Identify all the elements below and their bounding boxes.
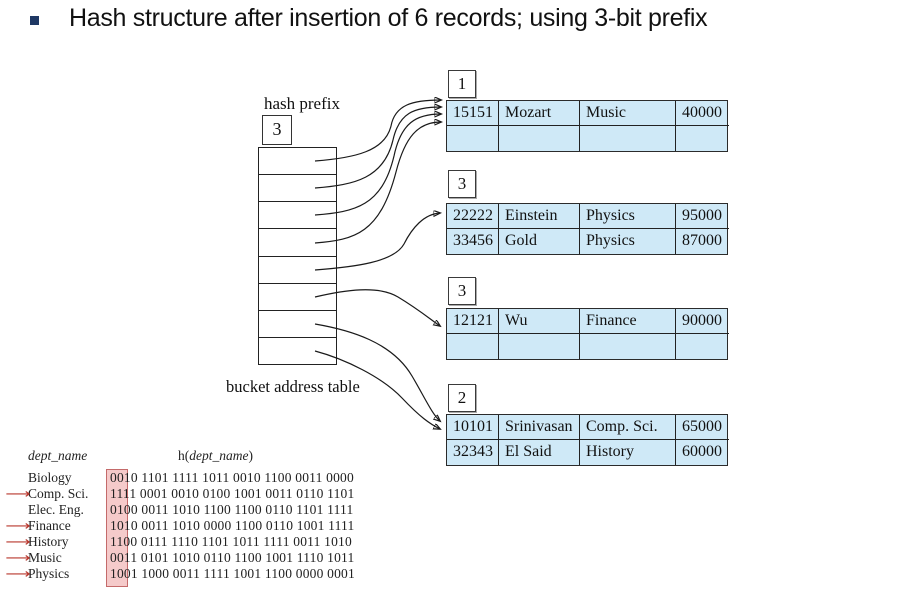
page-title: Hash structure after insertion of 6 reco… (69, 4, 708, 32)
bucket-cell-dept (580, 126, 676, 151)
bucket-address-slot-3 (259, 229, 336, 257)
bucket-cell-id: 10101 (447, 415, 499, 440)
bucket-cell-name: Wu (499, 309, 580, 334)
bucket-address-slot-2 (259, 202, 336, 230)
bucket-table: 10101 Srinivasan Comp. Sci. 65000 32343 … (446, 414, 729, 466)
hash-listing-hash-header: h(dept_name) (178, 448, 253, 464)
bucket-cell-dept: Physics (580, 229, 676, 254)
bucket-cell-dept: Finance (580, 309, 676, 334)
bucket-cell-id: 33456 (447, 229, 499, 254)
hash-listing-row: ⟶ History 1100 0111 1110 1101 1011 1111 … (0, 534, 355, 550)
hash-value: 1100 0111 1110 1101 1011 1111 0011 1010 (110, 534, 352, 549)
bucket-cell-salary: 95000 (676, 204, 729, 229)
bucket-address-table-label: bucket address table (226, 377, 360, 396)
bucket-cell-name: El Said (499, 440, 580, 465)
dept-name: Comp. Sci. (28, 486, 89, 501)
bucket-cell-dept (580, 334, 676, 359)
hash-value: 1111 0001 0010 0100 1001 0011 0110 1101 (110, 486, 355, 501)
hash-prefix-label: hash prefix (263, 94, 340, 113)
inserted-arrow-icon: ⟶ (5, 518, 31, 534)
bucket-table: 12121 Wu Finance 90000 (446, 308, 729, 360)
bucket-address-slot-0 (259, 148, 336, 176)
bucket-cell-salary (676, 126, 729, 151)
bucket-bits-box: 2 (448, 384, 476, 412)
bucket-address-table (258, 147, 337, 365)
bucket-cell-salary (676, 334, 729, 359)
bucket-address-slot-4 (259, 257, 336, 284)
bucket-bits-box: 1 (448, 70, 476, 98)
hash-listing-row: ⟶ Comp. Sci. 1111 0001 0010 0100 1001 00… (0, 486, 355, 502)
prefix-highlight-box (106, 469, 128, 587)
bucket-cell-salary: 90000 (676, 309, 729, 334)
bucket-bits-box: 3 (448, 277, 476, 305)
hash-header-prefix: h( (178, 448, 190, 463)
bucket-cell-salary: 87000 (682, 232, 722, 249)
dept-name: Physics (28, 566, 70, 581)
bucket-cell-dept: Physics (580, 204, 676, 229)
hash-listing-row: Biology 0010 1101 1111 1011 0010 1100 00… (0, 470, 355, 486)
hash-listing-row: ⟶ Finance 1010 0011 1010 0000 1100 0110 … (0, 518, 355, 534)
bucket-cell-name: Srinivasan (499, 415, 580, 440)
inserted-arrow-icon: ⟶ (5, 534, 31, 550)
bucket-address-slot-1 (259, 175, 336, 203)
bucket-cell-name: Mozart (499, 101, 580, 126)
bucket-cell-id: 12121 (447, 309, 499, 334)
bucket-cell-dept: History (580, 440, 676, 465)
bucket-cell-salary: 40000 (676, 101, 729, 126)
hash-value: 0100 0011 1010 1100 1100 0110 1101 1111 (110, 502, 354, 517)
bucket-cell-salary: 65000 (676, 415, 729, 440)
inserted-arrow-icon: ⟶ (5, 566, 31, 582)
bucket-table: 22222 Einstein Physics 95000 33456 Gold … (446, 203, 729, 255)
dept-name: Music (28, 550, 62, 565)
hash-value: 0011 0101 1010 0110 1100 1001 1110 1011 (110, 550, 355, 565)
bucket-cell-id: 32343 (447, 440, 499, 465)
inserted-arrow-icon: ⟶ (5, 486, 31, 502)
hash-listing-row: ⟶ Music 0011 0101 1010 0110 1100 1001 11… (0, 550, 355, 566)
title-bullet-icon (30, 16, 39, 25)
dept-name: History (28, 534, 69, 549)
hash-listing-row: Elec. Eng. 0100 0011 1010 1100 1100 0110… (0, 502, 355, 518)
bucket-cell-dept: Comp. Sci. (580, 415, 676, 440)
bucket-cell-salary: 60000 (682, 443, 722, 460)
hash-prefix-value-box: 3 (262, 115, 292, 145)
bucket-cell-id: 15151 (447, 101, 499, 126)
hash-value: 0010 1101 1111 1011 0010 1100 0011 0000 (110, 470, 354, 485)
hash-listing: Biology 0010 1101 1111 1011 0010 1100 00… (0, 470, 355, 582)
bucket-cell-name (499, 126, 580, 151)
dept-name: Elec. Eng. (28, 502, 84, 517)
hash-header-suffix: ) (248, 448, 253, 463)
hash-listing-dept-header: dept_name (28, 448, 88, 463)
bucket-cell-id (447, 126, 499, 151)
bucket-address-slot-6 (259, 311, 336, 338)
bucket-cell-id: 22222 (447, 204, 499, 229)
dept-name: Finance (28, 518, 71, 533)
bucket-cell-id (447, 334, 499, 359)
hash-value: 1001 1000 0011 1111 1001 1100 0000 0001 (110, 566, 355, 581)
hash-header-name: dept_name (189, 448, 249, 463)
hash-listing-row: ⟶ Physics 1001 1000 0011 1111 1001 1100 … (0, 566, 355, 582)
bucket-table: 15151 Mozart Music 40000 (446, 100, 729, 152)
bucket-cell-name (499, 334, 580, 359)
bucket-cell-name: Gold (499, 229, 580, 254)
bucket-cell-name: Einstein (499, 204, 580, 229)
bucket-address-slot-7 (259, 338, 336, 364)
dept-name: Biology (28, 470, 72, 485)
bucket-address-slot-5 (259, 284, 336, 311)
hash-value: 1010 0011 1010 0000 1100 0110 1001 1111 (110, 518, 355, 533)
inserted-arrow-icon: ⟶ (5, 550, 31, 566)
bucket-bits-box: 3 (448, 170, 476, 198)
bucket-cell-dept: Music (580, 101, 676, 126)
